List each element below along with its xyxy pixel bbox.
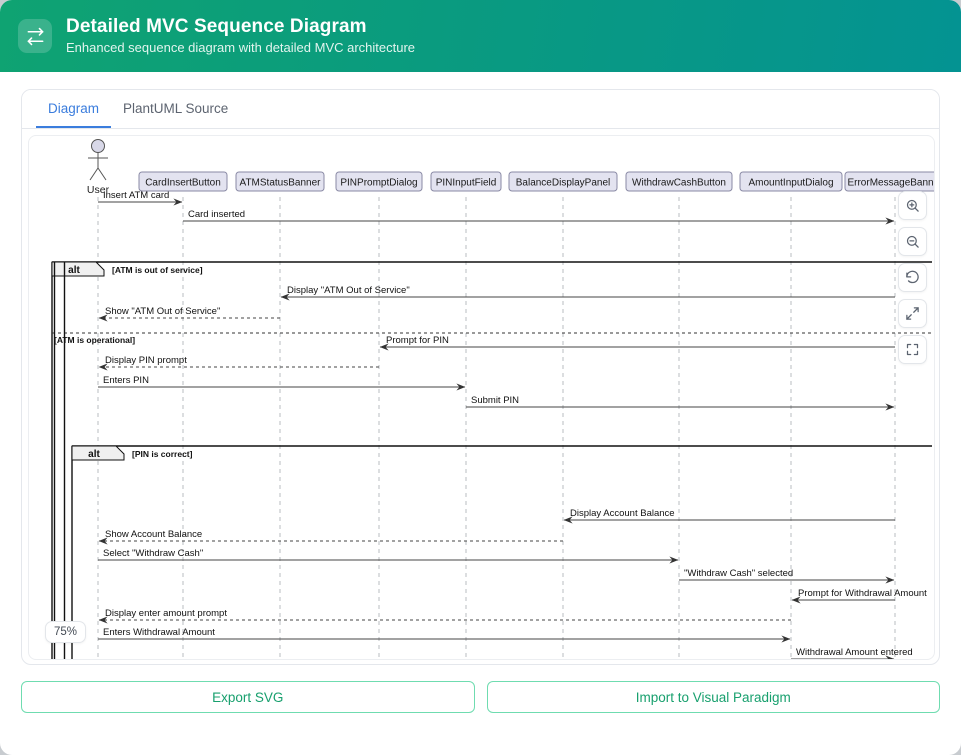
participant-box-BalanceDisplayPanel[interactable] bbox=[508, 171, 618, 192]
zoom-in-icon bbox=[905, 198, 920, 213]
tab-plantuml-source[interactable]: PlantUML Source bbox=[123, 100, 229, 116]
message-label: Insert ATM card bbox=[103, 190, 169, 201]
participant-box-ATMStatusBanner[interactable] bbox=[235, 171, 325, 192]
page-title: Detailed MVC Sequence Diagram bbox=[66, 15, 367, 37]
participant-box-PINPromptDialog[interactable] bbox=[335, 171, 423, 192]
message-label: "Withdraw Cash" selected bbox=[684, 568, 793, 579]
reset-icon bbox=[905, 270, 920, 285]
fullscreen-icon bbox=[905, 342, 920, 357]
message-label: Display enter amount prompt bbox=[105, 608, 227, 619]
zoom-in-button[interactable] bbox=[898, 191, 927, 220]
message-label: Enters PIN bbox=[103, 375, 149, 386]
message-label: Show Account Balance bbox=[105, 529, 202, 540]
sequence-diagram-svg: User CardInsertButton ATMStatusBanner PINPr… bbox=[51, 139, 935, 659]
fragment-alt-condition-label: [ATM is operational] bbox=[54, 335, 135, 345]
participant-label-AmountInputDialog: AmountInputDialog bbox=[748, 178, 833, 189]
fragment-operator-label: alt bbox=[88, 449, 100, 460]
tab-bar: Diagram PlantUML Source bbox=[22, 90, 939, 129]
zoom-level-badge: 75% bbox=[45, 621, 87, 643]
diagram-viewport[interactable]: User CardInsertButton ATMStatusBanner PINPr… bbox=[28, 135, 935, 660]
fit-screen-button[interactable] bbox=[898, 299, 927, 328]
message-label: Display PIN prompt bbox=[105, 355, 187, 366]
participant-label-CardInsertButton: CardInsertButton bbox=[145, 178, 221, 189]
import-to-visual-paradigm-button[interactable]: Import to Visual Paradigm bbox=[486, 681, 940, 713]
actor-leg-right bbox=[97, 167, 107, 181]
message-label: Select "Withdraw Cash" bbox=[103, 548, 203, 559]
participant-box-ErrorMessageBanner[interactable] bbox=[844, 171, 935, 192]
app-header: Detailed MVC Sequence Diagram Enhanced s… bbox=[0, 0, 961, 72]
participant-label-PINInputField: PINInputField bbox=[436, 178, 497, 189]
message-label: Display "ATM Out of Service" bbox=[287, 285, 410, 296]
actor-label: User bbox=[87, 184, 110, 196]
participant-label-ATMStatusBanner: ATMStatusBanner bbox=[240, 178, 322, 189]
fit-screen-icon bbox=[905, 306, 920, 321]
page-subtitle: Enhanced sequence diagram with detailed … bbox=[66, 39, 416, 55]
sequence-diagram-canvas[interactable]: User CardInsertButton ATMStatusBanner PINPr… bbox=[29, 136, 935, 659]
fragment-condition-label: [ATM is out of service] bbox=[112, 265, 203, 275]
zoom-out-icon bbox=[905, 234, 920, 249]
message-label: Submit PIN bbox=[471, 395, 519, 406]
fragment-label-tab bbox=[71, 445, 125, 461]
message-label: Show "ATM Out of Service" bbox=[105, 306, 220, 317]
action-bar: Export SVG Import to Visual Paradigm bbox=[21, 681, 940, 713]
message-label: Display Account Balance bbox=[570, 508, 675, 519]
message-label: Enters Withdrawal Amount bbox=[103, 627, 215, 638]
actor-head bbox=[91, 139, 105, 153]
message-label: Withdrawal Amount entered bbox=[796, 647, 913, 658]
participant-box-AmountInputDialog[interactable] bbox=[739, 171, 843, 192]
swap-arrows-icon bbox=[18, 19, 52, 53]
participant-box-CardInsertButton[interactable] bbox=[138, 171, 228, 192]
participant-box-PINInputField[interactable] bbox=[430, 171, 502, 192]
message-label: Prompt for PIN bbox=[386, 335, 449, 346]
actor-leg-left bbox=[89, 167, 99, 181]
fragment-condition-label: [PIN is correct] bbox=[132, 449, 193, 459]
viewer-toolbar bbox=[898, 191, 927, 364]
zoom-out-button[interactable] bbox=[898, 227, 927, 256]
message-label: Prompt for Withdrawal Amount bbox=[798, 588, 927, 599]
participant-label-WithdrawCashButton: WithdrawCashButton bbox=[632, 178, 726, 189]
fullscreen-button[interactable] bbox=[898, 335, 927, 364]
reset-button[interactable] bbox=[898, 263, 927, 292]
fragment-operator-label: alt bbox=[68, 265, 80, 276]
participant-label-ErrorMessageBanner: ErrorMessageBanner bbox=[847, 178, 935, 189]
header-text-group: Detailed MVC Sequence Diagram Enhanced s… bbox=[66, 15, 416, 55]
export-svg-button[interactable]: Export SVG bbox=[21, 681, 475, 713]
participant-label-PINPromptDialog: PINPromptDialog bbox=[340, 178, 417, 189]
tab-diagram[interactable]: Diagram bbox=[36, 90, 112, 128]
diagram-card: Diagram PlantUML Source User CardInsertBu… bbox=[21, 89, 940, 665]
participant-box-WithdrawCashButton[interactable] bbox=[625, 171, 733, 192]
participant-label-BalanceDisplayPanel: BalanceDisplayPanel bbox=[516, 178, 611, 189]
message-label: Card inserted bbox=[188, 209, 245, 220]
actor-User: User bbox=[87, 139, 110, 196]
